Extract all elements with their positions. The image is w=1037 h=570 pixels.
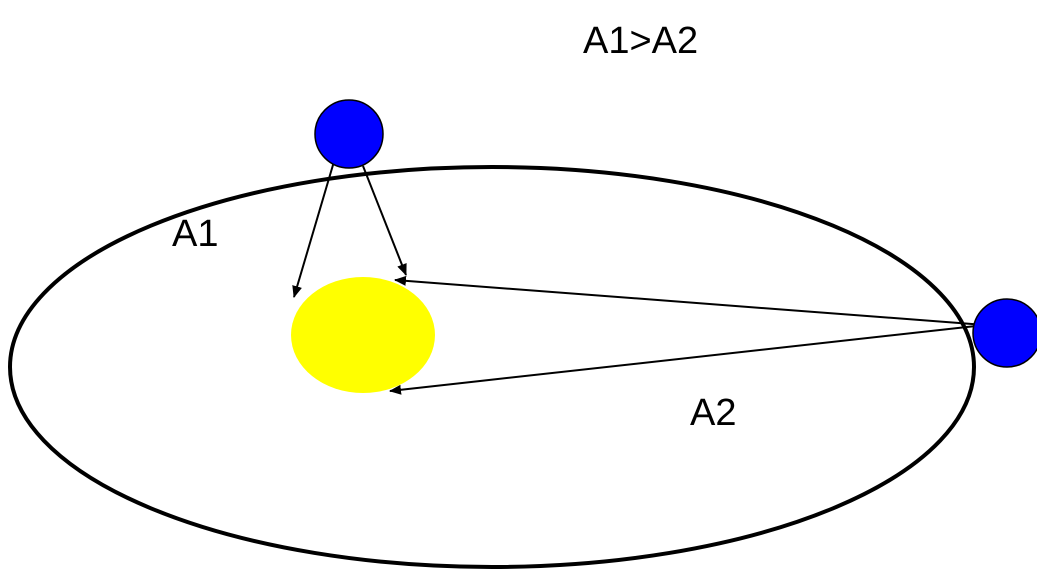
orbit-ellipse [10,167,974,567]
area-a1-label: A1 [172,215,218,253]
arrow-right-planet-upper [395,280,985,325]
planet-right-icon [973,299,1037,367]
arrow-top-planet-right [363,166,406,275]
area-a2-label: A2 [690,394,736,432]
relation-label: A1>A2 [583,22,698,60]
sun-icon [291,277,435,393]
arrow-right-planet-lower [390,325,985,391]
arrow-top-planet-left [294,148,338,297]
planet-top-icon [315,100,383,168]
